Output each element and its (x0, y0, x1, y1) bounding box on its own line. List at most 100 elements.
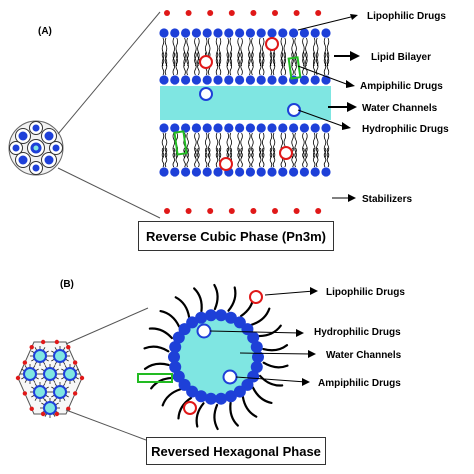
hex-stabilizer (72, 391, 78, 396)
lipid-tail (305, 132, 308, 159)
hex-stabilizer (54, 411, 60, 417)
lipid-head (278, 167, 288, 177)
lipid-head (299, 75, 309, 85)
lipid-head (202, 75, 212, 85)
hex-stabilizer (22, 391, 28, 396)
lipophilic-drug (183, 401, 197, 415)
lipid-tail (195, 402, 205, 428)
lipid-tail (302, 51, 305, 76)
lipid-head (321, 167, 331, 177)
hydrophilic-drug (222, 369, 238, 385)
lipid-head (245, 28, 255, 38)
lipid-head (213, 123, 223, 133)
label-b-hydrophilic: Hydrophilic Drugs (314, 327, 401, 338)
lipid-head (224, 75, 234, 85)
lipid-tail (259, 374, 284, 387)
lipid-head (191, 167, 201, 177)
lipid-head (159, 167, 169, 177)
lipophilic-drug (249, 290, 263, 304)
lipid-head (289, 28, 299, 38)
lipid-head (250, 340, 263, 353)
lipid-tail (302, 132, 305, 159)
lipid-tail (148, 327, 173, 340)
lipid-tail (323, 147, 327, 168)
lipid-tail (262, 147, 265, 168)
lipid-head (224, 390, 237, 403)
lipid-tail (316, 147, 319, 168)
lipid-head (172, 331, 185, 344)
lipid-head (204, 309, 217, 322)
panel-b-annotations: Lipophilic Drugs Hydrophilic Drugs Water… (209, 287, 405, 389)
hydrophilic-drug (199, 87, 213, 101)
lipid-head (215, 309, 228, 322)
lipid-head (191, 123, 201, 133)
lipid-tail (229, 132, 232, 159)
lipid-tail (183, 147, 186, 168)
lipid-head (245, 75, 255, 85)
lipid-tail (272, 51, 276, 76)
cubic-particle (8, 120, 64, 176)
stabilizer-dot (207, 10, 214, 16)
lipophilic-drug (279, 146, 293, 160)
lipid-tail (313, 147, 316, 168)
label-a-stabilizers: Stabilizers (362, 194, 412, 205)
lipid-tail (186, 132, 189, 159)
lipid-tail (248, 147, 251, 168)
lipid-tail (213, 403, 219, 431)
lipid-tail (164, 51, 168, 76)
lipid-head (224, 311, 237, 324)
lipid-head (267, 28, 277, 38)
lipid-head (215, 392, 228, 405)
cubic-cell-core (32, 164, 40, 172)
lipid-tail (218, 51, 222, 76)
lipid-tail (326, 132, 330, 159)
stabilizer-dot (250, 208, 257, 214)
hex-cell (23, 367, 37, 381)
lipid-head (247, 370, 260, 383)
cubic-cell-core (44, 155, 54, 165)
lipid-tail (174, 296, 191, 319)
lipid-head (181, 167, 191, 177)
lipid-tail (269, 132, 273, 159)
lipid-head (256, 75, 266, 85)
lipid-tail (226, 51, 229, 76)
hexagonal-cross-section (137, 283, 289, 431)
zoom-line-b-top (65, 307, 149, 345)
lipid-tail (175, 51, 178, 76)
bilayer-zoom (159, 10, 331, 214)
caption-reversed-hexagonal: Reversed Hexagonal Phase (146, 437, 326, 465)
lipid-tail (164, 132, 168, 159)
lipid-tail (208, 147, 211, 168)
lipid-tail (197, 51, 200, 76)
lipid-tail (251, 132, 254, 159)
lipid-tail (251, 51, 254, 76)
lipid-head (321, 123, 331, 133)
hydrophilic-drug (196, 323, 212, 339)
lipid-head (299, 28, 309, 38)
stabilizer-dot (315, 208, 322, 214)
lipid-head (172, 370, 185, 383)
lipid-tail (161, 51, 165, 76)
lipid-head (170, 123, 180, 133)
lipid-tail (194, 147, 197, 168)
lipid-tail (193, 287, 203, 313)
lipid-tail (194, 51, 197, 76)
lipid-tail (237, 147, 240, 168)
lipid-head (202, 167, 212, 177)
lipid-head (289, 123, 299, 133)
hydrophilic-drug (287, 103, 301, 117)
hex-cell (53, 385, 67, 399)
lipid-tail (215, 147, 219, 168)
hex-stabilizer (79, 375, 85, 381)
lipid-tail (305, 147, 308, 168)
lipid-head (178, 378, 191, 391)
lipid-tail (251, 386, 273, 404)
label-b-water: Water Channels (326, 350, 402, 361)
zoom-line-top (57, 11, 161, 135)
lipid-tail (291, 51, 294, 76)
lipid-tail (161, 388, 182, 407)
lipid-head (170, 167, 180, 177)
lipid-head (245, 123, 255, 133)
lipophilic-drug (199, 55, 213, 69)
lipid-head (181, 123, 191, 133)
